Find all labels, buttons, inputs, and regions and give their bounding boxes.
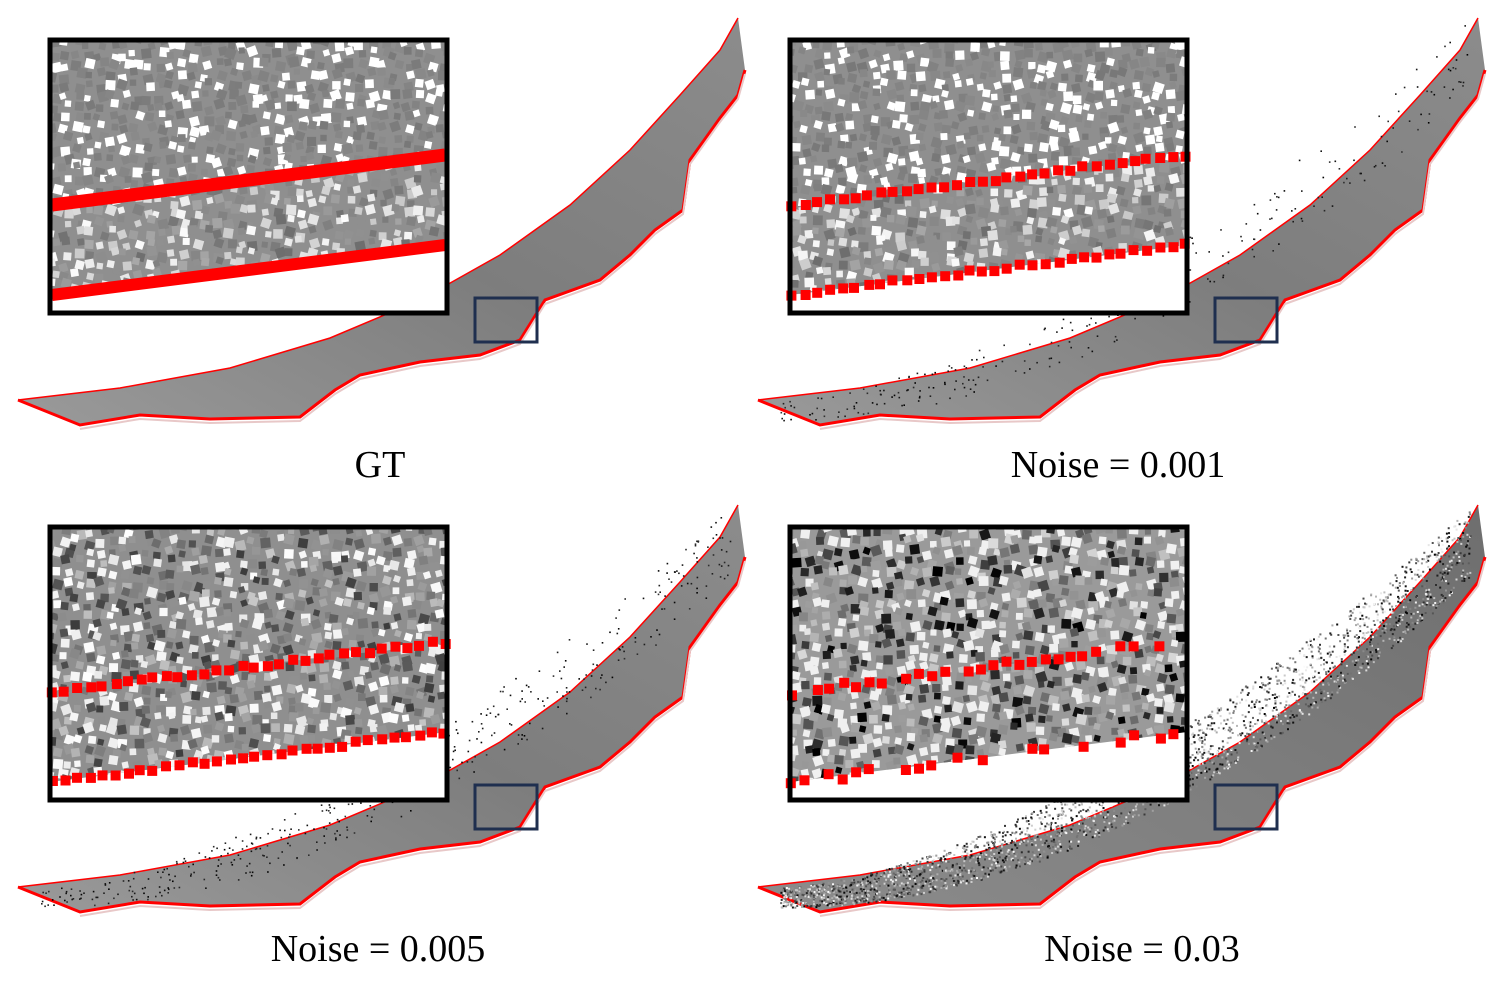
edge-outline-bottom xyxy=(17,69,747,427)
edge-outline-shadow xyxy=(79,73,746,430)
zoom-inset xyxy=(786,37,1191,316)
inset-edge-points xyxy=(786,151,1191,301)
edge-outline-shadow xyxy=(819,560,1486,917)
zoom-region-box xyxy=(1213,296,1279,344)
edge-outline-top xyxy=(757,17,1479,401)
inset-frame xyxy=(47,37,450,316)
surface xyxy=(758,505,1485,912)
caption-noise-0-005: Noise = 0.005 xyxy=(270,928,486,970)
caption-noise-0-03: Noise = 0.03 xyxy=(1044,928,1240,970)
edge-outline-top xyxy=(17,504,739,888)
inset-edge-points xyxy=(46,636,451,786)
inset-edge-points xyxy=(51,148,446,301)
inset-point-patches xyxy=(50,527,447,782)
surface xyxy=(18,18,745,425)
inset-frame xyxy=(787,37,1190,316)
edge-outline-bottom xyxy=(757,69,1487,427)
zoom-region-box xyxy=(1213,783,1279,831)
edge-outline-bottom xyxy=(17,556,747,914)
zoom-region-box xyxy=(473,783,539,831)
surface-noise xyxy=(780,511,1472,909)
inset-point-patches xyxy=(790,40,1187,295)
inset-frame xyxy=(47,524,450,803)
panel-gt xyxy=(17,17,747,430)
edge-outline-top xyxy=(17,17,739,401)
caption-gt: GT xyxy=(354,444,406,486)
caption-noise-0-001: Noise = 0.001 xyxy=(1010,444,1226,486)
zoom-inset xyxy=(46,524,451,803)
zoom-inset xyxy=(47,37,450,316)
inset-frame xyxy=(787,524,1190,803)
panel-noise-0-005 xyxy=(17,504,747,917)
panel-noise-0-03 xyxy=(757,504,1487,917)
zoom-inset xyxy=(785,524,1190,803)
surface xyxy=(18,505,745,912)
edge-outline-bottom xyxy=(757,556,1487,914)
panel-noise-0-001 xyxy=(757,17,1487,430)
inset-edge-points xyxy=(785,641,1179,789)
edge-outline-shadow xyxy=(819,73,1486,430)
edge-outline-shadow xyxy=(79,560,746,917)
surface xyxy=(758,18,1485,425)
zoom-region-box xyxy=(473,296,539,344)
